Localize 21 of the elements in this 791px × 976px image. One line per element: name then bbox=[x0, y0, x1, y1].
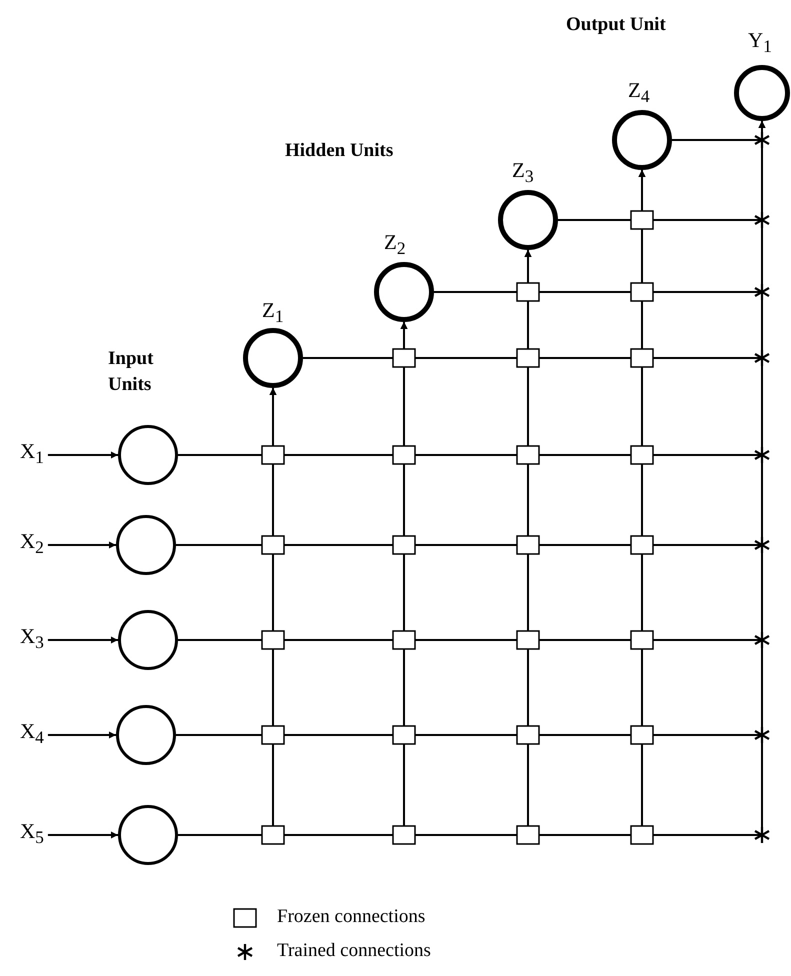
unit-label: Y$_{1}$ bbox=[748, 30, 772, 56]
section-heading: Output Unit bbox=[566, 13, 667, 37]
connection-arrow bbox=[48, 832, 118, 838]
unit-label: Z$_{3}$ bbox=[512, 160, 534, 186]
input-label: X$_{2}$ bbox=[20, 531, 44, 557]
section-heading: Hidden Units bbox=[285, 139, 394, 163]
legend-text: Trained connections bbox=[277, 940, 431, 962]
connection-arrow bbox=[48, 636, 118, 644]
input-label: X$_{5}$ bbox=[20, 821, 44, 847]
connection-arrow bbox=[48, 542, 116, 548]
unit-label: Z$_{2}$ bbox=[384, 232, 406, 258]
input-label: X$_{1}$ bbox=[20, 441, 44, 467]
unit-label: Z$_{4}$ bbox=[628, 80, 650, 106]
legend-text: Frozen connections bbox=[277, 906, 426, 928]
section-heading: Input Units bbox=[108, 347, 154, 397]
connection-arrow bbox=[48, 452, 118, 458]
connection-arrow bbox=[48, 732, 116, 738]
input-label: X$_{3}$ bbox=[20, 626, 44, 652]
input-label: X$_{4}$ bbox=[20, 721, 44, 747]
unit-label: Z$_{1}$ bbox=[262, 300, 284, 326]
connection-arrow bbox=[672, 121, 766, 141]
